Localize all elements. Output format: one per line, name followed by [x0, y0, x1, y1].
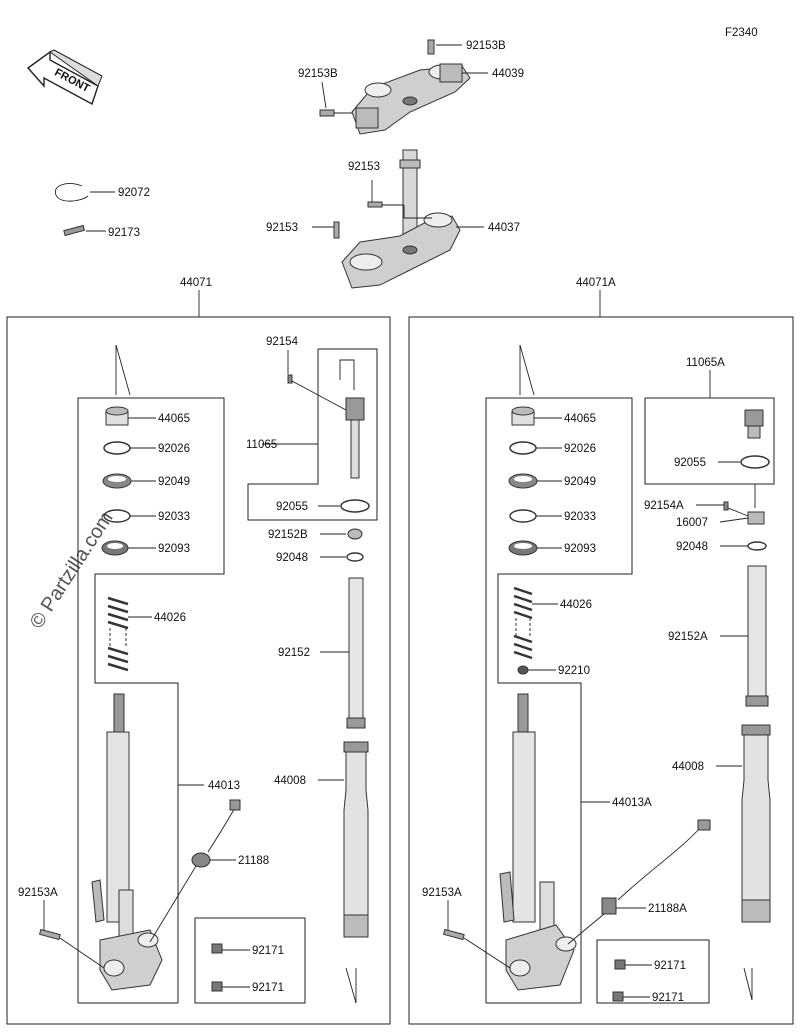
label-92171-left-a: 92171 — [252, 945, 284, 957]
part-92093-left — [101, 540, 129, 556]
label-92171-right-b: 92171 — [652, 992, 684, 1004]
label-44008-left: 44008 — [274, 775, 306, 787]
front-arrow-icon: FRONT — [26, 49, 103, 106]
label-44065-right: 44065 — [564, 413, 596, 425]
cap-92171-left-a — [211, 943, 223, 954]
inner-tube-44013 — [91, 693, 163, 991]
label-92153-b: 92153 — [266, 222, 298, 234]
label-92048-left: 92048 — [276, 552, 308, 564]
part-92093-right — [508, 540, 538, 556]
sensor-21188 — [149, 799, 241, 943]
label-92093-right: 92093 — [564, 543, 596, 555]
label-92055-right: 92055 — [674, 457, 706, 469]
label-21188A: 21188A — [648, 903, 687, 915]
adjuster-16007 — [747, 511, 765, 525]
bolt-92153-b — [312, 221, 340, 239]
cartridge-11065 — [262, 359, 365, 479]
pipe-92152A — [745, 565, 769, 707]
washer-92048-left — [346, 552, 364, 562]
label-16007: 16007 — [676, 517, 708, 529]
label-92152B: 92152B — [268, 529, 308, 541]
label-44071: 44071 — [180, 277, 212, 289]
inner-tube-44013A — [499, 693, 577, 991]
label-21188: 21188 — [238, 855, 269, 867]
label-92154-left: 92154 — [266, 336, 299, 348]
label-92026-left: 92026 — [158, 443, 190, 455]
spring-44026-left — [107, 596, 129, 672]
pipe-92152 — [346, 577, 366, 729]
part-92033-right — [509, 509, 537, 523]
o-ring-92055-right — [740, 455, 770, 469]
bolt-92153-a — [367, 180, 383, 208]
pin-92173 — [63, 224, 106, 237]
cartridge-11065A — [744, 409, 764, 439]
part-92049-right — [508, 473, 538, 489]
bolt-92153B-top — [427, 39, 462, 55]
label-92153B-top: 92153B — [466, 40, 506, 52]
washer-92048-right — [747, 541, 767, 551]
bolt-92153A-left — [38, 900, 105, 969]
label-92152A: 92152A — [668, 631, 708, 643]
label-44026-right: 44026 — [560, 599, 592, 611]
outer-tube-44008-left — [343, 741, 369, 938]
label-44037: 44037 — [488, 222, 520, 234]
part-92026-left — [103, 441, 131, 455]
spring-44026-right — [513, 586, 533, 660]
outer-tube-44008-right — [741, 724, 771, 923]
label-92048-right: 92048 — [676, 541, 708, 553]
label-92033-right: 92033 — [564, 511, 596, 523]
figure-code: F2340 — [725, 27, 758, 39]
spacer-92210 — [517, 665, 529, 675]
label-11065: 11065 — [246, 439, 277, 451]
part-92026-right — [509, 441, 537, 455]
label-92154A: 92154A — [644, 500, 684, 512]
upper-bracket-44039 — [351, 63, 471, 135]
label-92210: 92210 — [558, 665, 590, 677]
bolt-92153B-left — [319, 109, 352, 117]
label-44013: 44013 — [208, 780, 240, 792]
label-92026-right: 92026 — [564, 443, 596, 455]
label-92171-right-a: 92171 — [654, 960, 686, 972]
label-92049-right: 92049 — [564, 476, 596, 488]
label-92153B-left: 92153B — [298, 68, 338, 80]
cap-92171-right-b — [612, 991, 624, 1002]
part-44065-right — [511, 406, 535, 426]
bolt-92154A — [723, 501, 729, 511]
label-92055-left: 92055 — [276, 501, 308, 513]
o-ring-92055-left — [340, 499, 370, 513]
cap-92171-right-a — [614, 959, 626, 970]
label-92093-left: 92093 — [158, 543, 190, 555]
label-92173: 92173 — [108, 227, 140, 239]
label-92171-left-b: 92171 — [252, 982, 284, 994]
label-92033-left: 92033 — [158, 511, 190, 523]
label-92049-left: 92049 — [158, 476, 190, 488]
watermark: © Partzilla.com — [26, 508, 118, 633]
cap-92171-left-b — [211, 981, 223, 992]
label-92153-a: 92153 — [348, 161, 380, 173]
label-44008-right: 44008 — [672, 761, 704, 773]
label-44013A: 44013A — [612, 797, 652, 809]
callout-lines-right — [528, 417, 610, 803]
label-92072: 92072 — [118, 187, 150, 199]
part-44065-left — [105, 406, 129, 426]
label-44071A: 44071A — [576, 277, 616, 289]
collar-92152B — [347, 528, 363, 540]
label-11065A: 11065A — [686, 357, 725, 369]
label-92153A-left: 92153A — [18, 887, 58, 899]
left-assembly-box — [6, 316, 391, 1025]
bolt-92153A-right — [442, 900, 511, 969]
circlip-92072 — [54, 183, 115, 202]
sensor-21188A — [567, 819, 711, 945]
label-92153A-right: 92153A — [422, 887, 462, 899]
part-92049-left — [102, 473, 132, 489]
callout-lines-left — [128, 417, 204, 786]
stem-bracket-44037 — [341, 149, 461, 289]
right-assembly-box — [408, 316, 794, 1025]
label-44039: 44039 — [492, 68, 524, 80]
label-92152: 92152 — [278, 647, 310, 659]
label-44026-left: 44026 — [154, 612, 186, 624]
label-44065-left: 44065 — [158, 413, 190, 425]
